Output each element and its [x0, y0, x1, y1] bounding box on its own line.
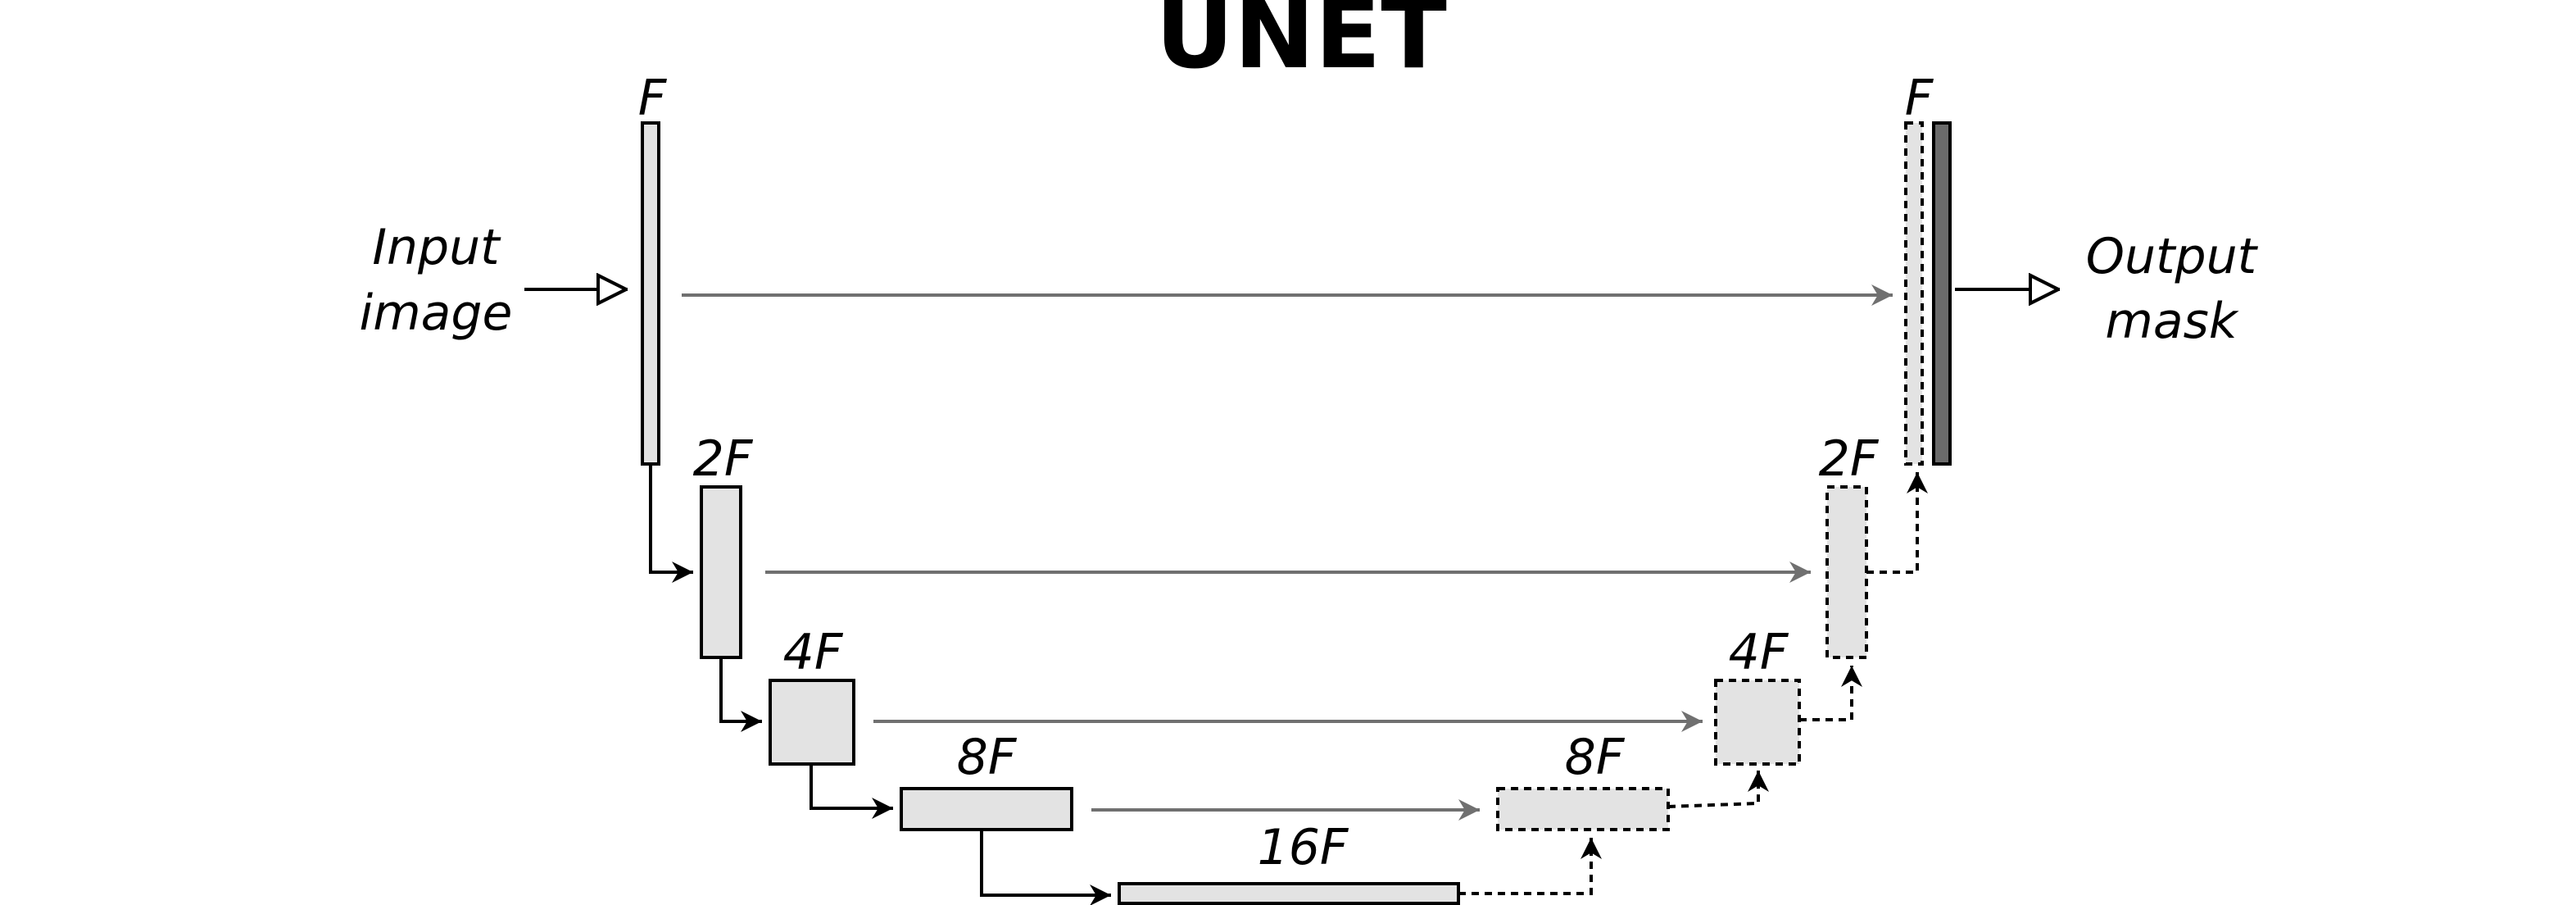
decoder-block-2	[1714, 679, 1801, 766]
diagram-title: UNET	[1155, 0, 1447, 90]
decoder-block-4	[1904, 121, 1924, 466]
encoder-label-2: 2F	[693, 430, 754, 488]
upsample-arrow-1	[1458, 838, 1602, 895]
encoder-block-1	[641, 121, 660, 466]
encoder-block-3	[769, 679, 855, 766]
upsample-arrow-2	[1667, 771, 1769, 808]
decoder-label-1: 8F	[1565, 729, 1626, 786]
input-label-line1: Input	[372, 219, 501, 276]
decoder-label-4: F	[1905, 70, 1934, 127]
encoder-label-3: 4F	[783, 624, 844, 681]
encoder-label-4: 8F	[957, 729, 1018, 786]
encoder-label-1: F	[638, 70, 668, 127]
input-label: Input image	[360, 219, 513, 342]
encoder-block-2	[700, 485, 742, 659]
decoder-block-1	[1496, 787, 1670, 831]
bottleneck-label: 16F	[1258, 819, 1349, 876]
decoder-label-3: 2F	[1819, 430, 1880, 488]
downsample-arrow-4	[980, 830, 1111, 905]
downsample-arrow-1	[649, 464, 693, 583]
output-label: Output mask	[2086, 228, 2259, 350]
encoder-block-4	[900, 787, 1073, 831]
downsample-arrow-3	[810, 764, 893, 819]
downsample-arrow-2	[719, 657, 762, 732]
bottleneck-block	[1118, 882, 1460, 905]
input-label-line2: image	[360, 284, 513, 342]
decoder-block-3	[1825, 485, 1868, 659]
decoder-label-2: 4F	[1729, 624, 1789, 681]
upsample-arrow-4	[1866, 472, 1928, 574]
output-block	[1932, 121, 1952, 466]
output-label-line1: Output	[2086, 228, 2259, 285]
upsample-arrow-3	[1799, 666, 1862, 721]
output-label-line2: mask	[2105, 293, 2238, 350]
